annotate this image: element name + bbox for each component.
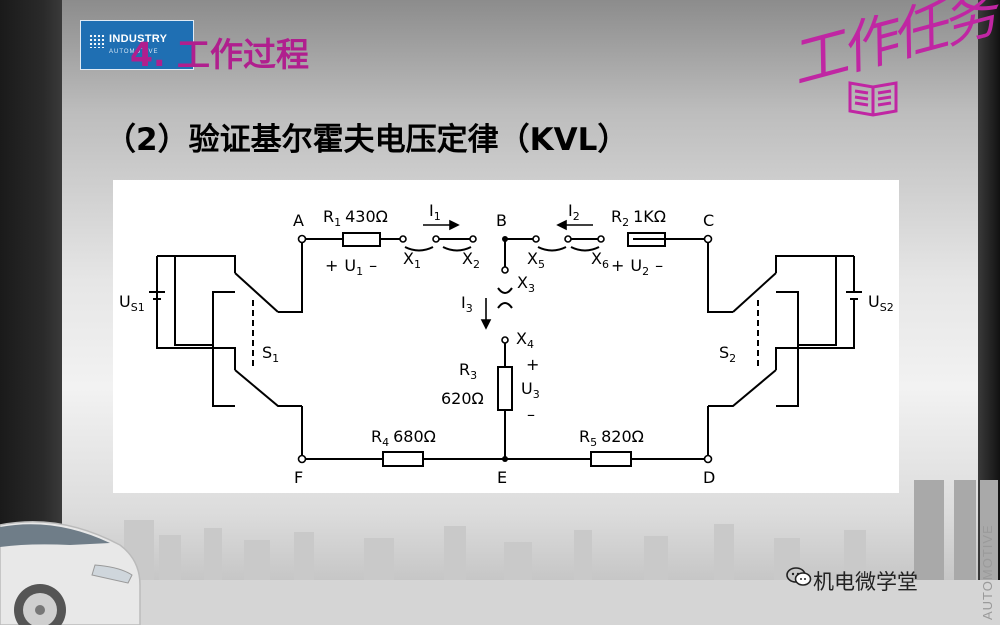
- industry-automotive-logo: INDUSTRY AUTOMOTIVE: [80, 20, 194, 70]
- car-image: [0, 521, 141, 625]
- node-d-label: D: [703, 468, 715, 487]
- subheading: （2）验证基尔霍夫电压定律（KVL）: [105, 122, 629, 158]
- book-icon: [848, 81, 898, 117]
- node-a-label: A: [293, 211, 304, 230]
- s1-label: S1: [262, 343, 279, 365]
- u3-plus: +: [526, 355, 539, 374]
- us2-label: US2: [868, 292, 894, 314]
- i1-label: I1: [429, 201, 441, 223]
- x3-label: X3: [517, 273, 535, 295]
- x5-label: X5: [527, 249, 545, 271]
- node-e-label: E: [497, 468, 507, 487]
- u2-label: +U2–: [611, 256, 663, 278]
- i2-label: I2: [568, 201, 580, 223]
- logo-title: INDUSTRY: [109, 33, 168, 45]
- x1-label: X1: [403, 249, 421, 271]
- u3-label: U3: [521, 379, 540, 401]
- r3-label: R3: [459, 360, 477, 382]
- r3-value: 620Ω: [441, 389, 484, 408]
- right-frame: [978, 0, 1000, 625]
- wechat-icon: [786, 567, 812, 586]
- node-c-label: C: [703, 211, 714, 230]
- u3-minus: –: [527, 405, 535, 424]
- us1-label: US1: [119, 292, 145, 314]
- city-skyline-image: [124, 480, 1000, 625]
- left-frame: [0, 0, 62, 625]
- x6-label: X6: [591, 249, 609, 271]
- logo-grid-icon: [89, 34, 105, 48]
- logo-subtitle: AUTOMOTIVE: [109, 49, 159, 55]
- node-b-label: B: [496, 211, 507, 230]
- i3-label: I3: [461, 293, 473, 315]
- node-f-label: F: [294, 468, 303, 487]
- watermark-text: 机电微学堂: [813, 570, 918, 594]
- x2-label: X2: [462, 249, 480, 271]
- section-heading: 4. 工作过程: [130, 35, 309, 74]
- u1-label: +U1–: [325, 256, 377, 278]
- x4-label: X4: [516, 329, 534, 351]
- side-brand-text: AUTOMOTIVE: [980, 524, 995, 620]
- s2-label: S2: [719, 343, 736, 365]
